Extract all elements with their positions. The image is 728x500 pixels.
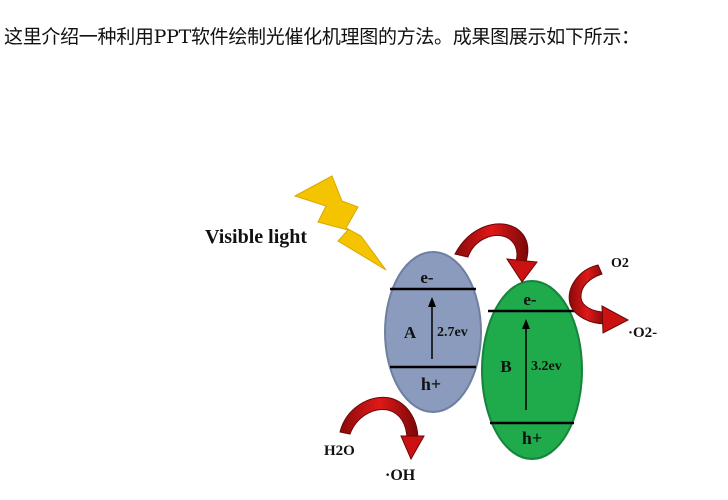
band-gap-label-b: 3.2ev <box>531 359 562 374</box>
semiconductor-a: e- A 2.7ev h+ <box>384 251 482 413</box>
electron-label-b: e- <box>523 290 537 309</box>
semiconductor-b: e- B 3.2ev h+ <box>481 280 583 460</box>
semiconductor-a-body <box>384 251 482 413</box>
hole-label-b: h+ <box>522 428 542 448</box>
water-oxidation-arrow <box>339 396 425 461</box>
semiconductor-a-name: A <box>404 323 417 342</box>
water-reactant-label: H2O <box>324 443 355 459</box>
oxygen-reactant-label: O2 <box>611 256 629 271</box>
intro-text: 这里介绍一种利用PPT软件绘制光催化机理图的方法。成果图展示如下所示： <box>4 26 640 48</box>
semiconductor-b-body <box>481 280 583 460</box>
hole-label-a: h+ <box>421 374 441 394</box>
electron-transfer-arrow <box>454 223 538 283</box>
semiconductor-b-name: B <box>500 357 511 376</box>
lightning-bolt-icon <box>293 175 387 271</box>
electron-label-a: e- <box>420 268 434 287</box>
band-gap-arrowhead-b <box>522 319 530 329</box>
visible-light-label: Visible light <box>205 226 307 248</box>
band-gap-arrowhead-a <box>428 297 436 307</box>
superoxide-product-label: ·O2- <box>628 325 657 341</box>
band-gap-label-a: 2.7ev <box>437 325 468 340</box>
hydroxyl-product-label: ·OH <box>385 467 416 484</box>
oxygen-reduction-arrow <box>568 264 630 334</box>
